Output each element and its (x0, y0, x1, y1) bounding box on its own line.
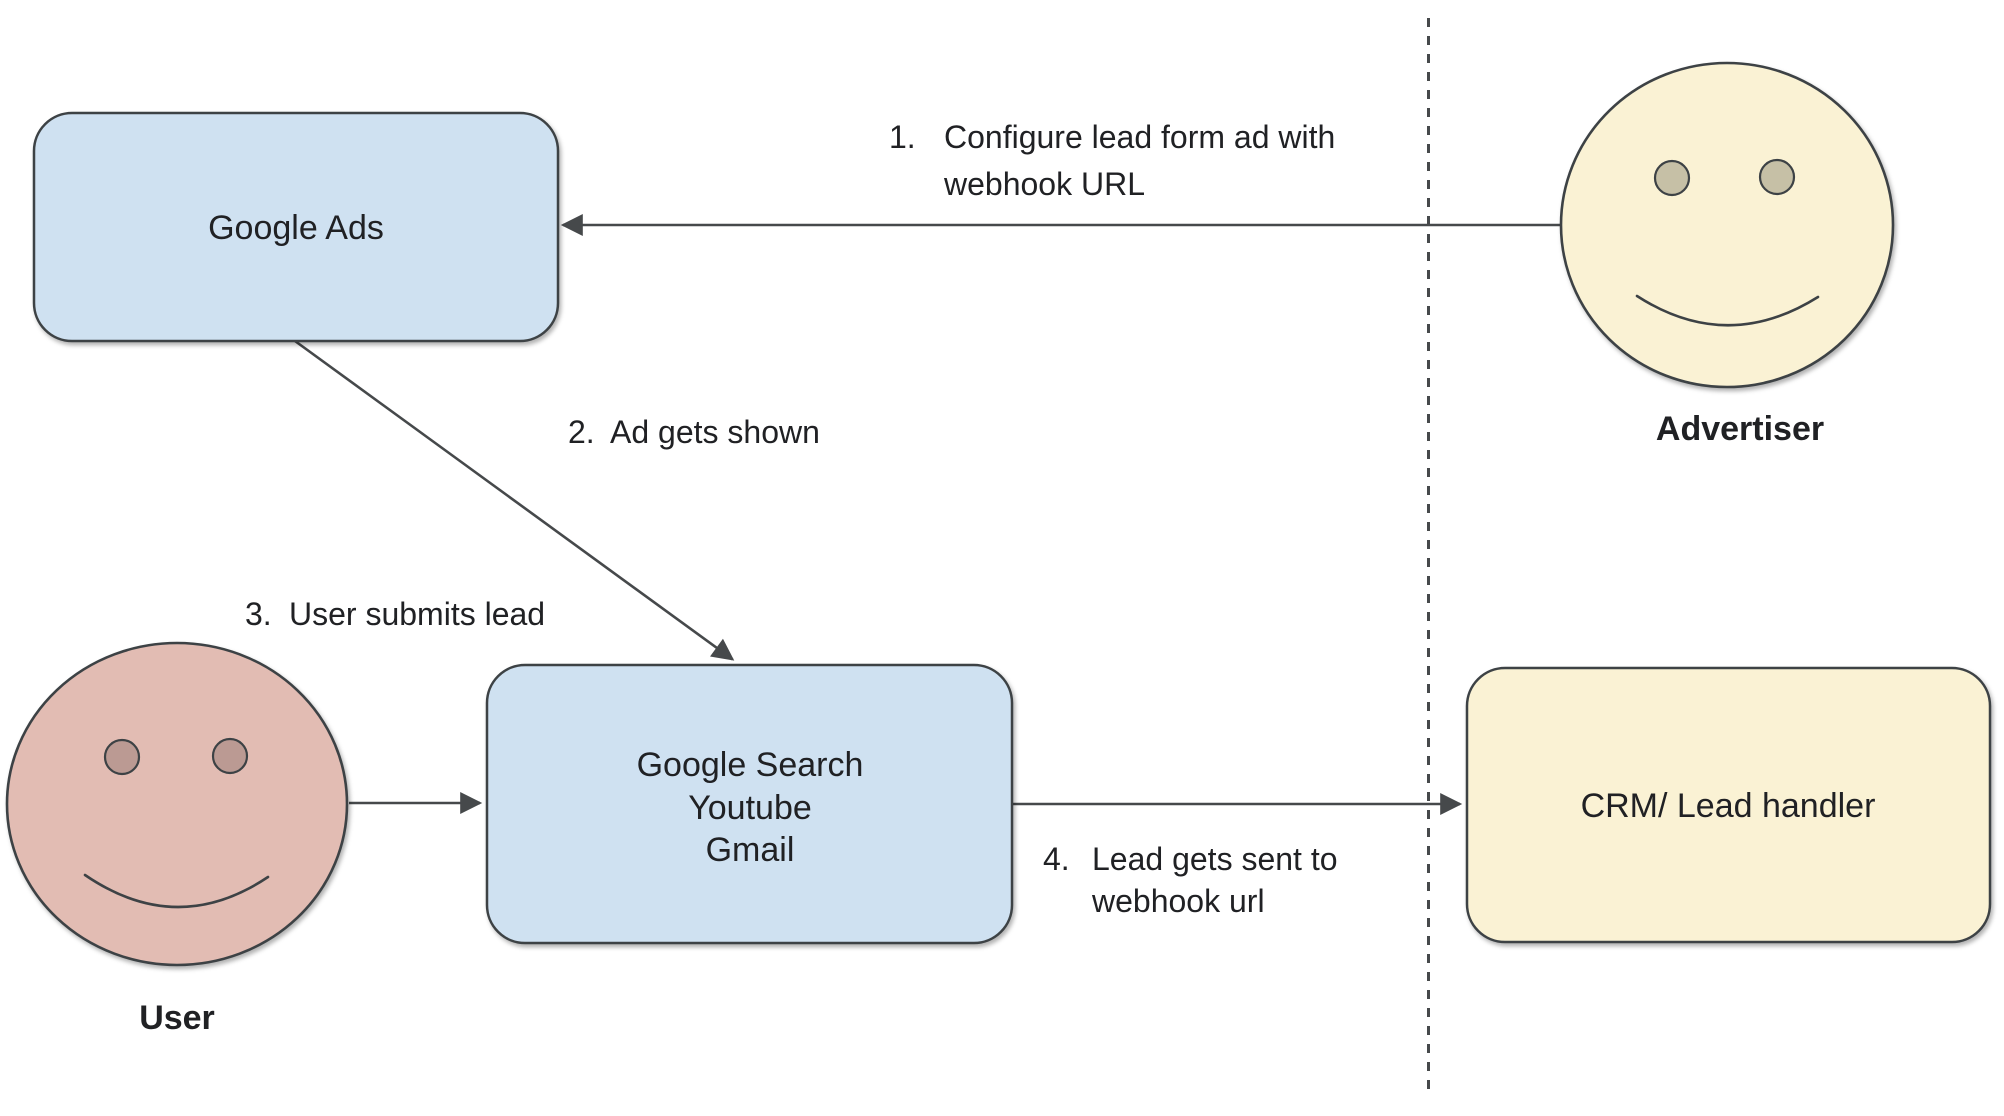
step1-number: 1. (889, 119, 916, 155)
advertiser-right-eye-icon (1758, 158, 1796, 196)
arrow-ad-gets-shown (294, 339, 735, 661)
advertiser-smile-icon (1635, 294, 1820, 327)
step4-text-line1: Lead gets sent to (1092, 841, 1338, 877)
step1-annotation: 1. Configure lead form ad with webhook U… (889, 119, 1335, 202)
google-ads-label: Google Ads (208, 209, 384, 247)
step1-text-line2: webhook URL (943, 166, 1145, 202)
user-smile-icon (83, 873, 270, 909)
channels-box (485, 663, 1014, 945)
advertiser-face-icon (1559, 61, 1895, 389)
google-ads-box (32, 111, 560, 343)
channels-label-line3: Gmail (706, 831, 795, 869)
advertiser-head (1559, 61, 1895, 389)
step3-text-line1: User submits lead (289, 596, 545, 632)
user-right-eye-icon (211, 737, 249, 775)
user-left-eye-icon (103, 738, 141, 776)
step4-number: 4. (1043, 841, 1070, 877)
step2-text-line1: Ad gets shown (610, 414, 820, 450)
crm-box (1465, 666, 1992, 944)
advertiser-left-eye-icon (1653, 159, 1691, 197)
user-face-icon (5, 641, 349, 967)
step3-number: 3. (245, 596, 272, 632)
step1-text-line1: Configure lead form ad with (944, 119, 1335, 155)
crm-label: CRM/ Lead handler (1581, 787, 1876, 825)
user-head (5, 641, 349, 967)
step2-annotation: 2. Ad gets shown (568, 414, 820, 450)
step2-number: 2. (568, 414, 595, 450)
step4-annotation: 4. Lead gets sent to webhook url (1043, 841, 1338, 919)
advertiser-label: Advertiser (1656, 410, 1824, 448)
step3-annotation: 3. User submits lead (245, 596, 545, 632)
channels-label-line1: Google Search (637, 746, 864, 784)
step4-text-line2: webhook url (1091, 883, 1265, 919)
user-label: User (139, 999, 215, 1037)
channels-label-line2: Youtube (688, 789, 812, 827)
